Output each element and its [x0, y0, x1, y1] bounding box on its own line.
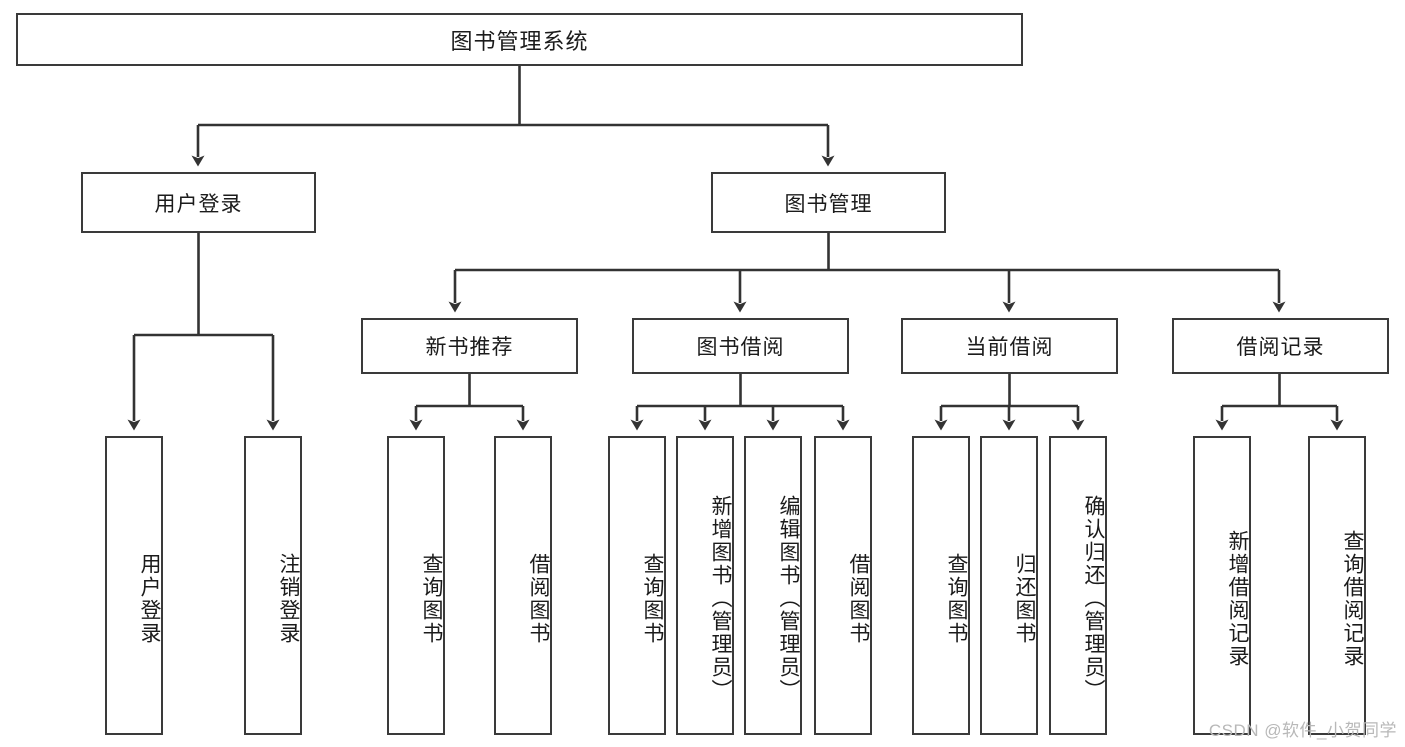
leaf-add-borrow-record[interactable]: 新增借阅记录 — [1193, 436, 1251, 735]
node-borrow-record[interactable]: 借阅记录 — [1172, 318, 1389, 374]
node-new-book-recommend[interactable]: 新书推荐 — [361, 318, 578, 374]
leaf-return-book[interactable]: 归还图书 — [980, 436, 1038, 735]
node-book-borrow[interactable]: 图书借阅 — [632, 318, 849, 374]
leaf-add-book-admin[interactable]: 新增图书（管理员） — [676, 436, 734, 735]
node-current-borrow[interactable]: 当前借阅 — [901, 318, 1118, 374]
watermark-csdn: CSDN @软件_小贺同学 — [1208, 721, 1397, 740]
node-root-system[interactable]: 图书管理系统 — [16, 13, 1023, 66]
leaf-user-login[interactable]: 用户登录 — [105, 436, 163, 735]
leaf-query-book-current[interactable]: 查询图书 — [912, 436, 970, 735]
leaf-query-book-borrow[interactable]: 查询图书 — [608, 436, 666, 735]
leaf-query-borrow-record[interactable]: 查询借阅记录 — [1308, 436, 1366, 735]
leaf-borrow-book[interactable]: 借阅图书 — [814, 436, 872, 735]
leaf-confirm-return-admin[interactable]: 确认归还（管理员） — [1049, 436, 1107, 735]
node-user-login[interactable]: 用户登录 — [81, 172, 316, 233]
leaf-edit-book-admin[interactable]: 编辑图书（管理员） — [744, 436, 802, 735]
leaf-borrow-book-new[interactable]: 借阅图书 — [494, 436, 552, 735]
leaf-logout[interactable]: 注销登录 — [244, 436, 302, 735]
leaf-query-book-new[interactable]: 查询图书 — [387, 436, 445, 735]
node-book-management[interactable]: 图书管理 — [711, 172, 946, 233]
